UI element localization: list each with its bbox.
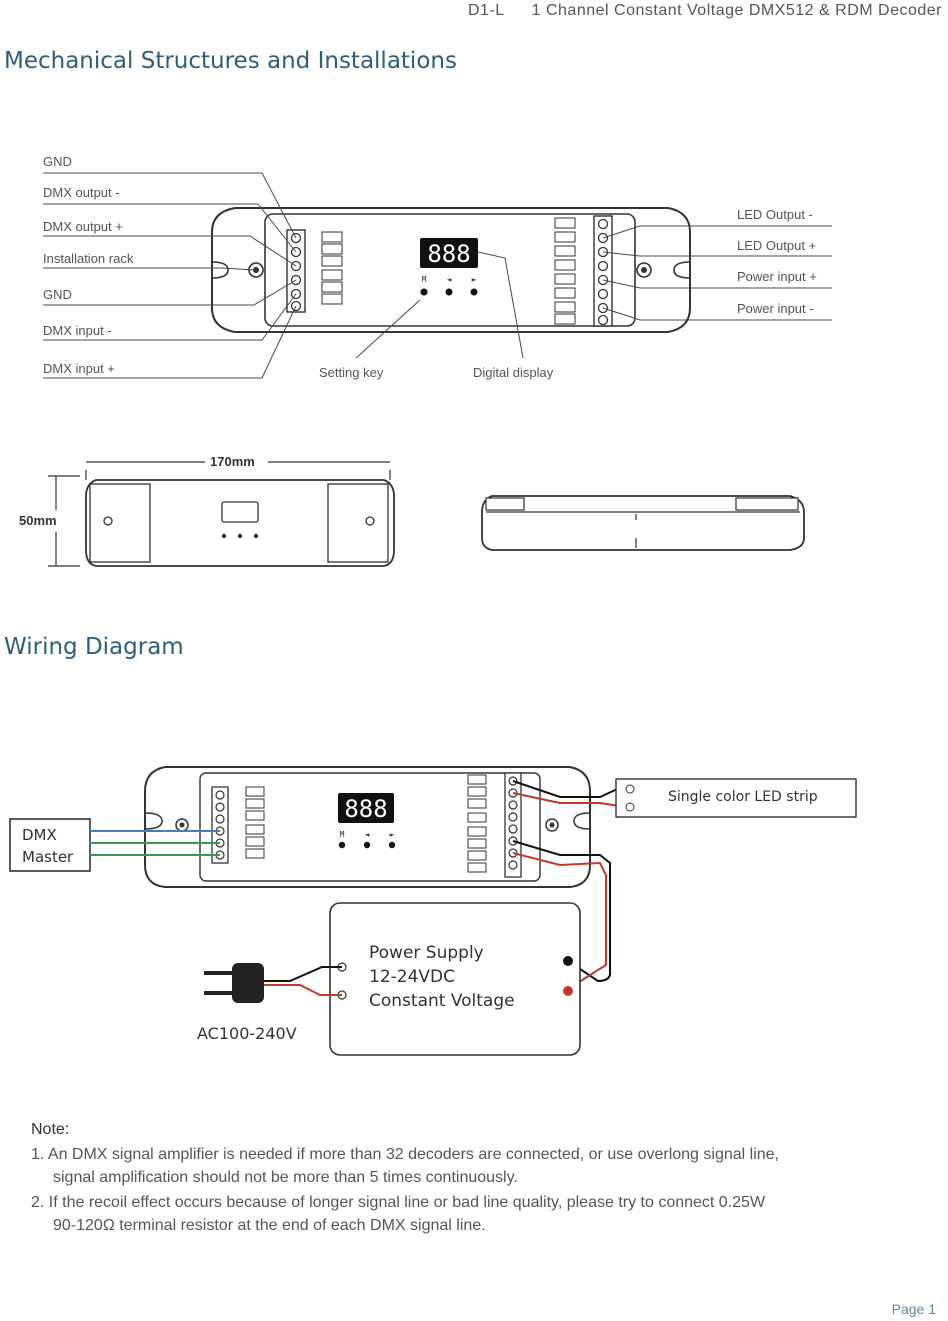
dmx-master-line1: DMX bbox=[22, 826, 57, 844]
note-line-1: 1. An DMX signal amplifier is needed if … bbox=[31, 1146, 779, 1163]
label-installation-rack: Installation rack bbox=[43, 251, 134, 266]
led-strip-label: Single color LED strip bbox=[668, 789, 818, 805]
power-supply-line1: Power Supply bbox=[369, 943, 484, 963]
dmx-master-line2: Master bbox=[22, 848, 74, 866]
power-supply-line3: Constant Voltage bbox=[369, 991, 515, 1011]
label-gnd-top: GND bbox=[43, 154, 72, 169]
label-gnd-bottom: GND bbox=[43, 287, 72, 302]
display-digits: 888 bbox=[427, 240, 470, 268]
product-title: 1 Channel Constant Voltage DMX512 & RDM … bbox=[531, 2, 942, 19]
key-label-m: M bbox=[422, 275, 427, 284]
page-number: Page 1 bbox=[891, 1301, 936, 1317]
section-title-mechanical: Mechanical Structures and Installations bbox=[4, 48, 457, 74]
label-led-output-minus: LED Output - bbox=[737, 207, 813, 222]
key-label-left: ◄ bbox=[447, 275, 452, 284]
label-dmx-output-plus: DMX output + bbox=[43, 219, 123, 234]
note-title: Note: bbox=[31, 1121, 70, 1138]
decoder-top-view-drawing: 888 M ◄ ► bbox=[43, 172, 832, 379]
label-dmx-output-minus: DMX output - bbox=[43, 185, 120, 200]
section-title-wiring: Wiring Diagram bbox=[4, 634, 184, 660]
dimension-width: 50mm bbox=[19, 513, 57, 528]
wiring-key-m: M bbox=[340, 830, 345, 839]
wiring-key-right: ► bbox=[390, 830, 395, 839]
wiring-key-left: ◄ bbox=[365, 830, 370, 839]
label-power-input-minus: Power input - bbox=[737, 301, 814, 316]
model-code: D1-L bbox=[467, 2, 505, 19]
wiring-display-digits: 888 bbox=[344, 795, 387, 823]
dimension-length: 170mm bbox=[210, 454, 255, 469]
ac-voltage-label: AC100-240V bbox=[197, 1024, 297, 1043]
dimension-drawings bbox=[48, 461, 805, 567]
note-line-3: 2. If the recoil effect occurs because o… bbox=[31, 1194, 766, 1211]
label-dmx-input-plus: DMX input + bbox=[43, 361, 115, 376]
label-digital-display: Digital display bbox=[473, 365, 554, 380]
key-label-right: ► bbox=[472, 275, 477, 284]
note-line-2: signal amplification should not be more … bbox=[53, 1169, 518, 1186]
page-header: D1-L 1 Channel Constant Voltage DMX512 &… bbox=[468, 2, 942, 20]
wiring-diagram: 888 M ◄ ► bbox=[9, 766, 857, 1056]
note-line-4: 90-120Ω terminal resistor at the end of … bbox=[53, 1217, 486, 1234]
label-power-input-plus: Power input + bbox=[737, 269, 817, 284]
label-dmx-input-minus: DMX input - bbox=[43, 323, 112, 338]
label-led-output-plus: LED Output + bbox=[737, 238, 817, 253]
label-setting-key: Setting key bbox=[319, 365, 384, 380]
power-supply-line2: 12-24VDC bbox=[369, 967, 455, 987]
